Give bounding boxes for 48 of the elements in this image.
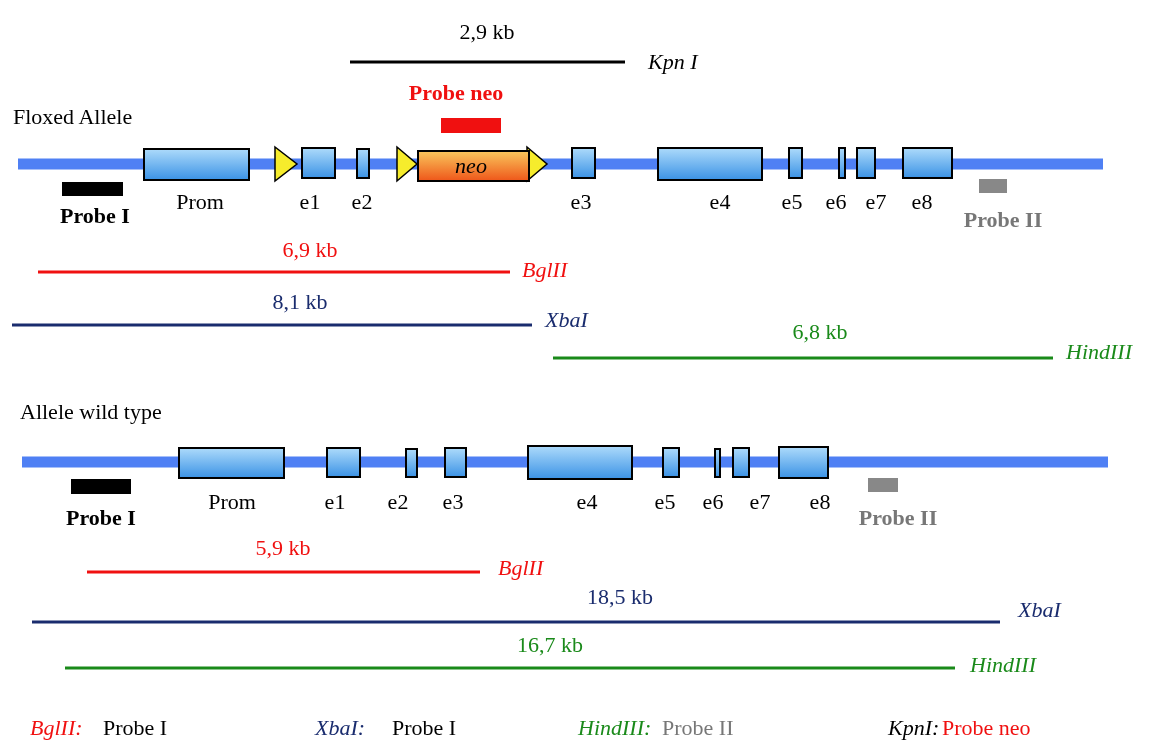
exon-label: e2 — [351, 191, 373, 213]
exon-label: e3 — [442, 491, 464, 513]
enzyme-key: HindIII: — [578, 717, 652, 739]
exon-label: e4 — [576, 491, 598, 513]
allele-title: Floxed Allele — [13, 106, 133, 128]
exon-label: e6 — [702, 491, 724, 513]
probe-key: Probe II — [662, 717, 734, 739]
fragment-size: 5,9 kb — [255, 537, 311, 559]
cassette-label: neo — [455, 155, 487, 177]
exon-label: e3 — [570, 191, 592, 213]
fragment-size: 18,5 kb — [587, 586, 653, 608]
enzyme-key: BglII: — [30, 717, 83, 739]
fragment-size: 2,9 kb — [459, 21, 515, 43]
enzyme-key: XbaI: — [315, 717, 366, 739]
fragment-size: 6,9 kb — [282, 239, 338, 261]
probe-label: Probe I — [60, 205, 130, 227]
exon-label: Prom — [208, 491, 256, 513]
probe-key: Probe neo — [942, 717, 1031, 739]
enzyme-name: HindIII — [1066, 341, 1132, 363]
exon-label: e1 — [324, 491, 346, 513]
enzyme-name: BglII — [522, 259, 568, 281]
enzyme-name: Kpn I — [648, 51, 698, 73]
fragment-size: 6,8 kb — [792, 321, 848, 343]
fragment-size: 8,1 kb — [272, 291, 328, 313]
probe-key: Probe I — [392, 717, 457, 739]
enzyme-name: BglII — [498, 557, 544, 579]
fragment-size: 16,7 kb — [517, 634, 583, 656]
exon-label: e1 — [299, 191, 321, 213]
enzyme-name: HindIII — [970, 654, 1036, 676]
exon-label: e5 — [781, 191, 803, 213]
probe-label: Probe I — [66, 507, 136, 529]
exon-label: e8 — [809, 491, 831, 513]
exon-label: e7 — [865, 191, 887, 213]
exon-label: e5 — [654, 491, 676, 513]
exon-label: e2 — [387, 491, 409, 513]
exon-label: e4 — [709, 191, 731, 213]
allele-title: Allele wild type — [20, 401, 162, 423]
enzyme-name: XbaI — [545, 309, 588, 331]
exon-label: e8 — [911, 191, 933, 213]
probe-label: Probe neo — [408, 82, 504, 104]
probe-label: Probe II — [858, 507, 938, 529]
enzyme-name: XbaI — [1018, 599, 1061, 621]
probe-key: Probe I — [103, 717, 168, 739]
exon-label: Prom — [176, 191, 224, 213]
exon-label: e7 — [749, 491, 771, 513]
probe-label: Probe II — [963, 209, 1043, 231]
enzyme-key: KpnI: — [888, 717, 940, 739]
exon-label: e6 — [825, 191, 847, 213]
